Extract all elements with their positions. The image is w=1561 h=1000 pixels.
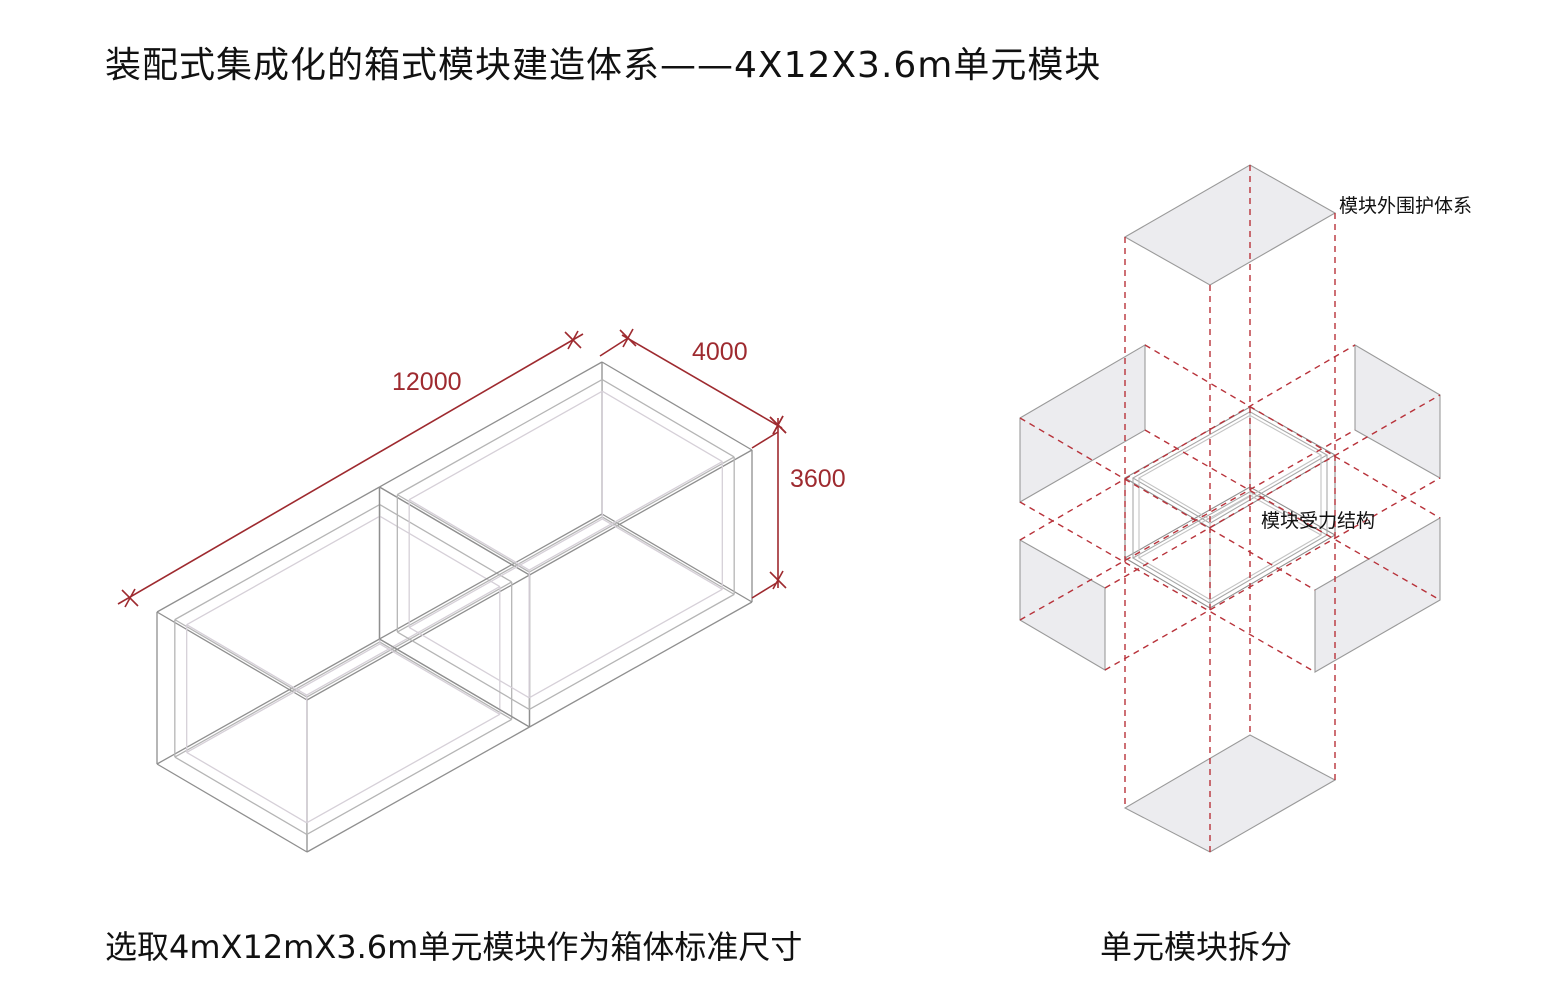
module-outer-edge bbox=[156, 763, 308, 853]
dimension-length-label: 12000 bbox=[392, 368, 462, 396]
dimension-height-label: 3600 bbox=[790, 465, 846, 493]
module-rear-edge bbox=[186, 751, 308, 824]
module-outer-edge bbox=[156, 638, 380, 765]
dimension-line-length bbox=[117, 333, 584, 605]
module-outer-edge bbox=[379, 361, 603, 488]
module-outer-edge bbox=[379, 638, 530, 728]
floor-panel bbox=[1123, 734, 1337, 853]
module-exploded-diagram bbox=[1019, 164, 1441, 853]
module-rear-edge bbox=[306, 713, 501, 824]
module-rear-edge bbox=[408, 518, 603, 628]
module-outer-edge bbox=[156, 611, 308, 701]
projection-dashed-line bbox=[1019, 417, 1316, 591]
module-rear-edge bbox=[186, 624, 308, 696]
dimension-tick bbox=[622, 328, 634, 348]
left-caption: 选取4mX12mX3.6m单元模块作为箱体标准尺寸 bbox=[105, 928, 803, 966]
module-inner-edge bbox=[601, 516, 735, 595]
module-inner-edge bbox=[174, 756, 308, 836]
module-rear-edge bbox=[186, 643, 381, 753]
dimension-extension bbox=[599, 337, 629, 357]
module-frame-isometric bbox=[156, 361, 753, 853]
module-outer-edge bbox=[379, 486, 530, 576]
module-rear-edge bbox=[408, 499, 530, 571]
module-rear-edge bbox=[601, 390, 723, 463]
dimension-tick bbox=[772, 570, 784, 590]
dimension-line-width bbox=[621, 334, 783, 429]
dimension-lines bbox=[117, 328, 787, 608]
right-caption: 单元模块拆分 bbox=[1100, 928, 1293, 966]
projection-dashed-line bbox=[1144, 429, 1441, 601]
projection-dashed-line bbox=[1144, 344, 1441, 519]
projection-dashed-line bbox=[1019, 429, 1356, 621]
projection-dashed-line bbox=[1019, 501, 1316, 673]
module-rear-edge bbox=[379, 515, 501, 588]
module-inner-edge bbox=[601, 378, 735, 458]
module-outer-edge bbox=[529, 449, 753, 576]
projection-dashed-line bbox=[1019, 344, 1356, 541]
module-inner-edge bbox=[174, 641, 381, 758]
projection-dashed-line bbox=[1104, 394, 1441, 589]
module-rear-edge bbox=[528, 588, 723, 699]
module-inner-edge bbox=[396, 516, 603, 633]
roof-panel bbox=[1123, 164, 1337, 286]
module-rear-edge bbox=[379, 643, 501, 715]
dimension-tick bbox=[772, 415, 784, 435]
module-outer-edge bbox=[529, 601, 753, 728]
module-rear-edge bbox=[306, 586, 501, 696]
structure-system-label: 模块受力结构 bbox=[1261, 510, 1376, 532]
module-inner-edge bbox=[379, 503, 513, 583]
module-rear-edge bbox=[186, 515, 381, 626]
module-inner-edge bbox=[396, 494, 530, 573]
module-outer-edge bbox=[306, 726, 530, 853]
module-outer-edge bbox=[601, 513, 753, 603]
module-inner-edge bbox=[174, 619, 308, 698]
envelope-system-label: 模块外围护体系 bbox=[1339, 195, 1473, 217]
module-outer-edge bbox=[306, 574, 530, 701]
module-rear-edge bbox=[408, 390, 603, 501]
module-outer-edge bbox=[601, 361, 753, 451]
wall-panel-right-lower bbox=[1314, 517, 1441, 673]
dimension-extension bbox=[751, 581, 779, 599]
dimension-extension bbox=[751, 431, 779, 449]
dimension-tick bbox=[567, 330, 579, 350]
wall-panel-right-upper bbox=[1354, 344, 1441, 479]
module-inner-edge bbox=[306, 718, 513, 836]
module-inner-edge bbox=[528, 593, 735, 711]
dimension-tick bbox=[124, 588, 136, 608]
wall-panel-left-lower bbox=[1019, 539, 1106, 671]
module-rear-edge bbox=[601, 518, 723, 590]
module-outer-edge bbox=[379, 513, 603, 640]
module-inner-edge bbox=[174, 503, 381, 621]
module-inner-edge bbox=[396, 631, 530, 711]
module-inner-edge bbox=[379, 641, 513, 720]
module-outer-edge bbox=[156, 486, 380, 613]
module-inner-edge bbox=[396, 378, 603, 496]
module-rear-edge bbox=[528, 461, 723, 571]
page-title: 装配式集成化的箱式模块建造体系——4X12X3.6m单元模块 bbox=[105, 45, 1102, 86]
module-rear-edge bbox=[408, 626, 530, 699]
projection-dashed-line bbox=[1104, 477, 1441, 671]
dimension-width-label: 4000 bbox=[692, 338, 748, 366]
module-inner-edge bbox=[528, 456, 735, 573]
